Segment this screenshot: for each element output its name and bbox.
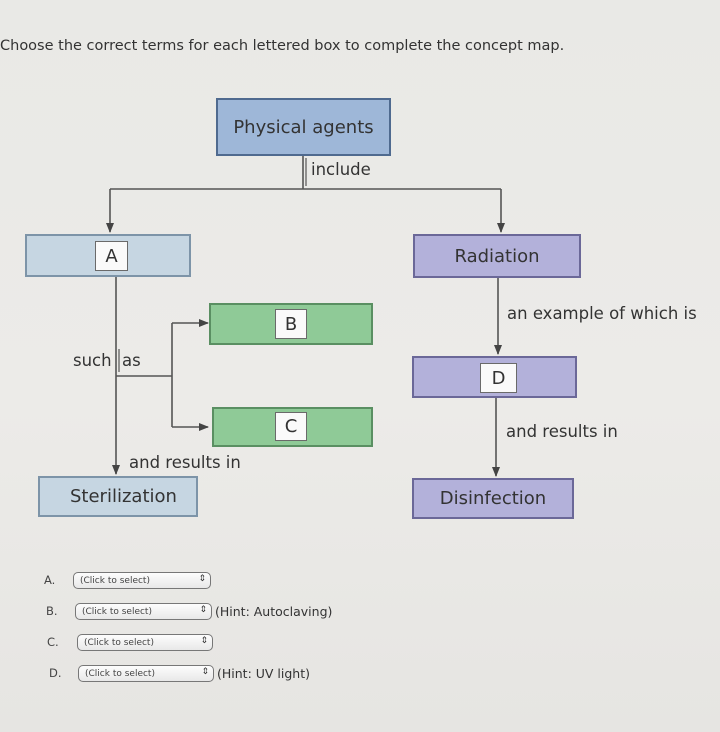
- answer-b-hint: (Hint: Autoclaving): [215, 604, 333, 619]
- box-b-letter: B: [275, 309, 307, 339]
- answer-c-select[interactable]: (Click to select) ⇕: [77, 634, 213, 651]
- such-label: such: [73, 351, 112, 370]
- as-label: as: [122, 351, 141, 370]
- box-d-letter: D: [480, 363, 517, 393]
- radiation-box: Radiation: [413, 234, 581, 278]
- instructions: Choose the correct terms for each letter…: [0, 38, 565, 54]
- answer-d-select[interactable]: (Click to select) ⇕: [78, 665, 214, 682]
- include-label: include: [311, 160, 371, 179]
- answer-a-select[interactable]: (Click to select) ⇕: [73, 572, 211, 589]
- sterilization-text: Sterilization: [70, 486, 177, 507]
- radiation-text: Radiation: [454, 245, 540, 267]
- answer-b-letter: B.: [46, 604, 58, 618]
- physical-agents-text: Physical agents: [233, 116, 374, 138]
- right-results-label: and results in: [506, 422, 618, 441]
- box-c-letter: C: [275, 412, 307, 441]
- answer-b-select[interactable]: (Click to select) ⇕: [75, 603, 212, 620]
- answer-d-hint: (Hint: UV light): [217, 666, 311, 681]
- answer-d-letter: D.: [49, 666, 62, 680]
- updown-chevron-icon: ⇕: [198, 574, 206, 584]
- left-results-label: and results in: [129, 453, 241, 472]
- box-a-letter: A: [95, 241, 128, 271]
- answer-a-letter: A.: [44, 573, 56, 587]
- updown-chevron-icon: ⇕: [200, 636, 208, 646]
- updown-chevron-icon: ⇕: [201, 667, 209, 677]
- updown-chevron-icon: ⇕: [199, 605, 207, 615]
- answer-b-placeholder: (Click to select): [82, 606, 152, 617]
- answer-c-letter: C.: [47, 635, 59, 649]
- sterilization-box: Sterilization: [38, 476, 198, 517]
- disinfection-box: Disinfection: [412, 478, 574, 519]
- disinfection-text: Disinfection: [439, 488, 547, 509]
- answer-a-placeholder: (Click to select): [80, 575, 150, 586]
- answer-c-placeholder: (Click to select): [84, 637, 154, 648]
- answer-d-placeholder: (Click to select): [85, 668, 155, 679]
- example-label: an example of which is: [507, 304, 697, 323]
- physical-agents-box: Physical agents: [216, 98, 391, 156]
